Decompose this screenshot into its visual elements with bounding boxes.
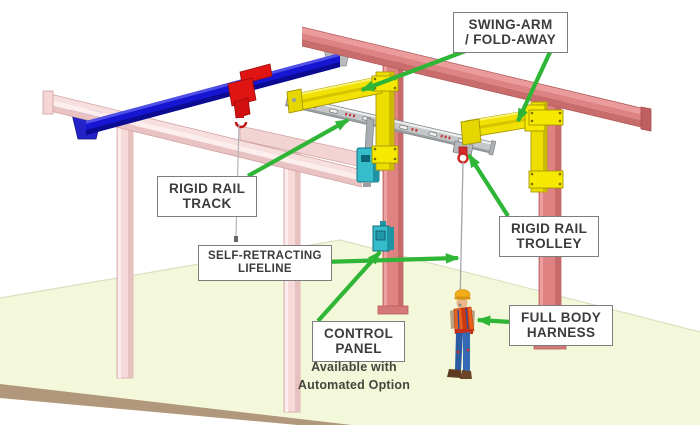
- rigid-rail-track-line2: TRACK: [182, 196, 232, 212]
- arrow-swing-arm-right: [516, 49, 553, 123]
- harness-belt: [455, 329, 473, 334]
- control-panel-note-line2: Automated Option: [297, 377, 411, 392]
- swing-arm-line2: / FOLD-AWAY: [465, 32, 557, 48]
- floor-edge: [0, 384, 352, 425]
- control-panel-line1: CONTROL: [324, 326, 394, 341]
- red-roof-beam: [301, 26, 652, 132]
- hoist-hook: [234, 121, 248, 129]
- hoist-trolley: [227, 63, 273, 129]
- bridge-rail-blue: [86, 53, 340, 135]
- callout-arrows: [246, 48, 553, 326]
- pink-column-left: [116, 115, 134, 379]
- arrow-self-retracting-lifeline: [321, 253, 460, 265]
- full-body-harness-line1: FULL BODY: [521, 310, 602, 325]
- pink-column-mid: [283, 152, 301, 413]
- callout-control-panel-label: CONTROL PANEL: [312, 321, 406, 362]
- full-body-harness-line2: HARNESS: [526, 325, 596, 341]
- callout-rigid-rail-track-label: RIGID RAIL TRACK: [157, 176, 258, 217]
- rigid-rail-track-line1: RIGID RAIL: [169, 181, 246, 196]
- control-panel-note: Available with Automated Option: [288, 359, 420, 394]
- trolley-hook: [457, 152, 469, 164]
- arrow-swing-arm-left: [360, 48, 469, 92]
- lifeline-cable: [459, 161, 464, 305]
- srl-line1: SELF-RETRACTING: [208, 250, 322, 262]
- worker-figure: [447, 289, 475, 379]
- hoist-cable-end: [234, 236, 238, 242]
- arrow-control-panel: [316, 250, 382, 323]
- control-panel-line2: PANEL: [335, 341, 382, 357]
- callout-rigid-rail-trolley-label: RIGID RAIL TROLLEY: [499, 216, 600, 257]
- rigid-rail-trolley-line1: RIGID RAIL: [511, 221, 588, 236]
- swing-arm-right: [460, 101, 564, 193]
- arrow-rigid-rail-trolley: [467, 153, 510, 218]
- swing-arm-line1: SWING-ARM: [468, 17, 553, 32]
- callout-full-body-harness-label: FULL BODY HARNESS: [509, 305, 614, 346]
- arrow-full-body-harness: [476, 315, 512, 326]
- rigid-rail-trolley-line2: TROLLEY: [516, 236, 582, 252]
- srl-line2: LIFELINE: [237, 263, 292, 276]
- callout-swing-arm-label: SWING-ARM / FOLD-AWAY: [453, 12, 569, 53]
- control-panel-note-line1: Available with: [311, 360, 397, 374]
- arrow-rigid-rail-track: [246, 118, 350, 178]
- callout-self-retracting-lifeline-label: SELF-RETRACTING LIFELINE: [198, 245, 332, 282]
